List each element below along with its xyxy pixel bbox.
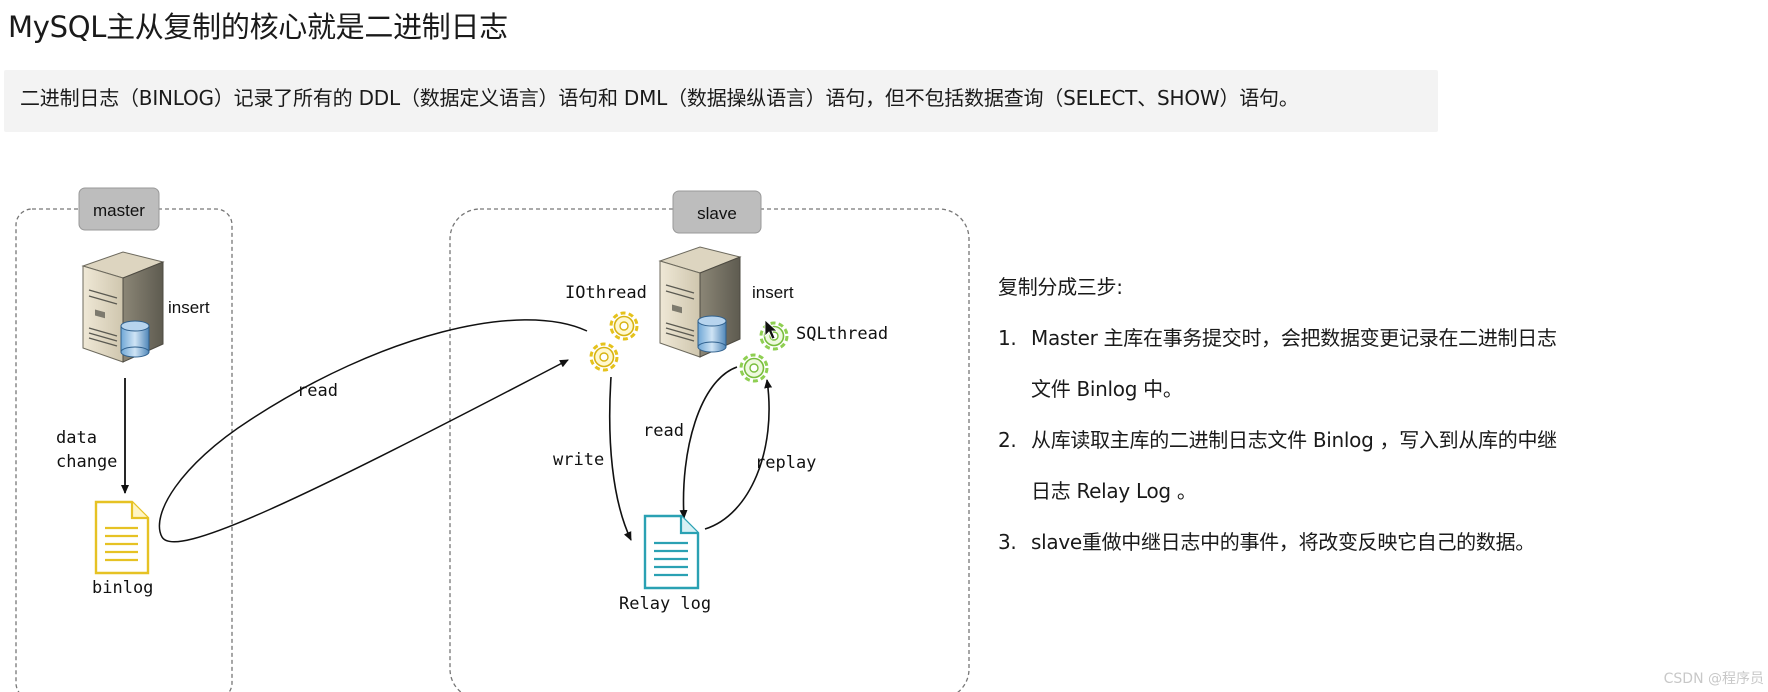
slave-container bbox=[449, 208, 970, 692]
iothread-label: IOthread bbox=[565, 283, 647, 303]
slave-server-icon bbox=[659, 246, 741, 358]
step-number: 3. bbox=[998, 530, 1017, 554]
slave-label: slave bbox=[697, 204, 737, 223]
page-title: MySQL主从复制的核心就是二进制日志 bbox=[8, 10, 508, 44]
step-item: 1. Master 主库在事务提交时，会把数据变更记录在二进制日志文件 Binl… bbox=[998, 313, 1568, 415]
read-arrow-slave bbox=[679, 366, 738, 519]
replication-steps: 复制分成三步: 1. Master 主库在事务提交时，会把数据变更记录在二进制日… bbox=[998, 262, 1568, 568]
relay-log-file-icon bbox=[643, 514, 700, 590]
slave-label-box bbox=[672, 190, 762, 234]
relay-log-label: Relay log bbox=[619, 594, 711, 614]
binlog-file-icon bbox=[94, 500, 150, 575]
master-label-box bbox=[78, 187, 160, 231]
master-server-icon bbox=[82, 251, 164, 363]
sqlthread-label: SQLthread bbox=[796, 324, 888, 344]
step-text: 从库读取主库的二进制日志文件 Binlog ，写入到从库的中继日志 Relay … bbox=[1031, 428, 1557, 503]
master-label: master bbox=[93, 201, 145, 220]
step-item: 3. slave重做中继日志中的事件，将改变反映它自己的数据。 bbox=[998, 517, 1568, 568]
read-label-slave: read bbox=[643, 421, 684, 441]
read-connection bbox=[158, 319, 588, 543]
replay-arrow bbox=[704, 379, 773, 530]
watermark: CSDN @程序员 bbox=[1663, 671, 1764, 687]
step-item: 2. 从库读取主库的二进制日志文件 Binlog ，写入到从库的中继日志 Rel… bbox=[998, 415, 1568, 517]
sqlthread-gear-icon bbox=[739, 321, 789, 383]
binlog-label: binlog bbox=[92, 578, 153, 598]
mouse-cursor-icon bbox=[764, 319, 779, 340]
slave-insert-label: insert bbox=[752, 283, 794, 302]
master-insert-label: insert bbox=[168, 298, 210, 317]
intro-text: 二进制日志（BINLOG）记录了所有的 DDL（数据定义语言）语句和 DML（数… bbox=[20, 86, 1299, 110]
step-number: 1. bbox=[998, 326, 1017, 350]
steps-heading: 复制分成三步: bbox=[998, 275, 1123, 299]
iothread-gear-icon bbox=[589, 311, 639, 372]
data-change-label-1: data bbox=[56, 428, 97, 448]
step-number: 2. bbox=[998, 428, 1017, 452]
step-text: slave重做中继日志中的事件，将改变反映它自己的数据。 bbox=[1031, 530, 1535, 554]
read-label-master: read bbox=[297, 381, 338, 401]
step-text: Master 主库在事务提交时，会把数据变更记录在二进制日志文件 Binlog … bbox=[1031, 326, 1557, 401]
intro-box: 二进制日志（BINLOG）记录了所有的 DDL（数据定义语言）语句和 DML（数… bbox=[4, 70, 1438, 132]
write-arrow bbox=[608, 376, 632, 541]
replay-label: replay bbox=[755, 453, 816, 473]
data-change-label-2: change bbox=[56, 452, 117, 472]
write-label: write bbox=[553, 450, 604, 470]
